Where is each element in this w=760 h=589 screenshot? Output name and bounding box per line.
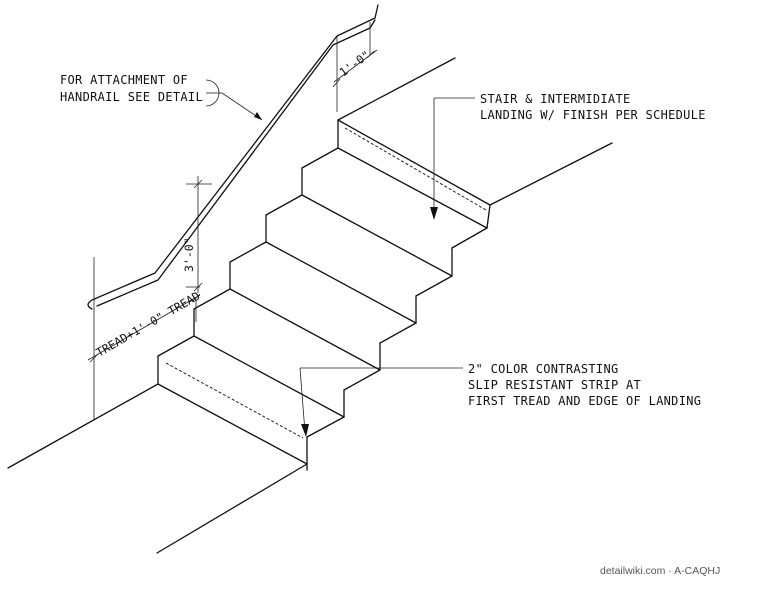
stair-step-5 xyxy=(193,308,345,418)
stair-step-3 xyxy=(265,214,417,324)
dim-bottom-extension: TREAD+1'-0" TREAD xyxy=(87,257,203,420)
note-handrail-attachment-line-1: FOR ATTACHMENT OF xyxy=(60,73,188,87)
note-slip-strip-line-1: 2" COLOR CONTRASTING xyxy=(468,362,619,376)
note-stair-finish-line-1: STAIR & INTERMIDIATE xyxy=(480,92,631,106)
stair-step-4 xyxy=(229,261,381,371)
source-credit: detailwiki.com · A-CAQHJ xyxy=(600,565,720,577)
dim-handrail-height: 3'-0" xyxy=(182,176,212,293)
note-stair-finish-line-2: LANDING W/ FINISH PER SCHEDULE xyxy=(480,108,706,122)
note-stair-finish: STAIR & INTERMIDIATE LANDING W/ FINISH P… xyxy=(430,92,706,220)
dim-label-bottom-extension: TREAD+1'-0" TREAD xyxy=(94,289,203,360)
note-slip-strip-line-2: SLIP RESISTANT STRIP AT xyxy=(468,378,641,392)
stair-step-1 xyxy=(337,119,488,229)
leader-arrow-handrail xyxy=(254,112,262,120)
leader-arrow-finish xyxy=(430,207,438,220)
handrail xyxy=(87,4,379,310)
leader-arrow-slip-strip xyxy=(301,424,309,437)
lower-landing xyxy=(7,383,308,554)
stair-step-6 xyxy=(157,355,308,465)
stair-step-2 xyxy=(301,167,453,277)
first-tread-slip-strip xyxy=(165,362,304,439)
note-slip-strip-line-3: FIRST TREAD AND EDGE OF LANDING xyxy=(468,394,701,408)
landing-slip-strip xyxy=(344,127,487,211)
stair-flight xyxy=(157,119,488,465)
dim-label-handrail-height: 3'-0" xyxy=(182,237,196,272)
note-slip-strip: 2" COLOR CONTRASTING SLIP RESISTANT STRI… xyxy=(299,362,701,437)
upper-landing xyxy=(337,57,613,229)
dim-label-top-extension: 1'-0" xyxy=(337,48,373,80)
note-handrail-attachment-line-2: HANDRAIL SEE DETAIL xyxy=(60,90,203,104)
note-handrail-attachment: FOR ATTACHMENT OF HANDRAIL SEE DETAIL xyxy=(60,73,263,121)
